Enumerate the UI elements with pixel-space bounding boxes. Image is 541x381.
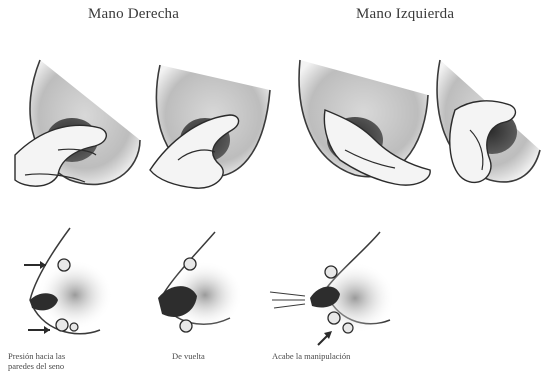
illustration-left-hand-1: [299, 60, 430, 185]
diagram-step-3: [270, 232, 395, 345]
illustration-right-hand-1: [15, 60, 140, 186]
illustration-right-hand-2: [150, 65, 270, 188]
diagram-step-1: [24, 228, 113, 334]
diagram-step-2: [158, 232, 243, 332]
caption-step-1-line-1: Presión hacia las: [8, 351, 118, 361]
caption-step-1: Presión hacia las paredes del seno: [8, 351, 118, 371]
illustration-left-hand-2: [437, 60, 540, 182]
caption-step-3: Acabe la manipulación: [272, 351, 350, 361]
caption-step-2: De vuelta: [172, 351, 205, 361]
caption-step-1-line-2: paredes del seno: [8, 361, 118, 371]
